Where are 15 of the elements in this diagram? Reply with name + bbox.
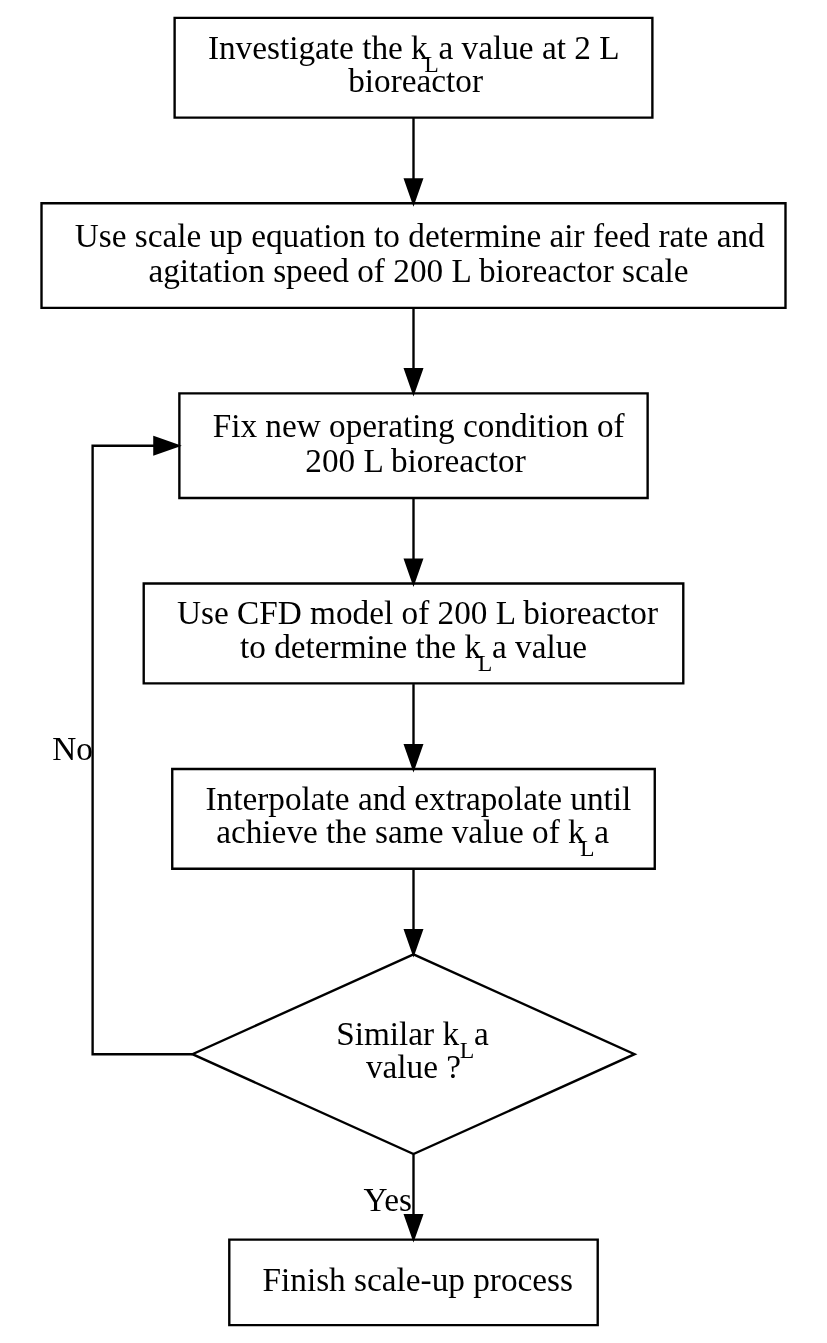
- edge-label: Yes: [363, 1181, 412, 1219]
- arrow: [403, 308, 424, 397]
- arrow: [403, 118, 424, 207]
- node-box: Finish scale-up process: [228, 1238, 599, 1327]
- node-box: Investigate the k$_{L}$a value at 2 L bioreactor: [173, 16, 654, 119]
- arrow: [403, 498, 424, 587]
- node-box: Use CFD model of 200 L bioreactor to determine the k$_{L}$a value: [142, 582, 685, 685]
- arrow: [403, 684, 424, 773]
- node-box: Fix new operating condition of 200 L bioreactor: [178, 392, 649, 500]
- arrow: [91, 435, 193, 1056]
- node-box: Use scale up equation to determine air feed rate and agitation speed of 200 L bioreactor scale: [40, 202, 787, 309]
- node-diamond: Similar k$_{L}$a value ?: [189, 953, 638, 1156]
- arrow: [403, 869, 424, 958]
- node-box: Interpolate and extrapolate until achieve the same value of k$_{L}$a: [171, 767, 656, 870]
- arrow: [403, 1154, 424, 1243]
